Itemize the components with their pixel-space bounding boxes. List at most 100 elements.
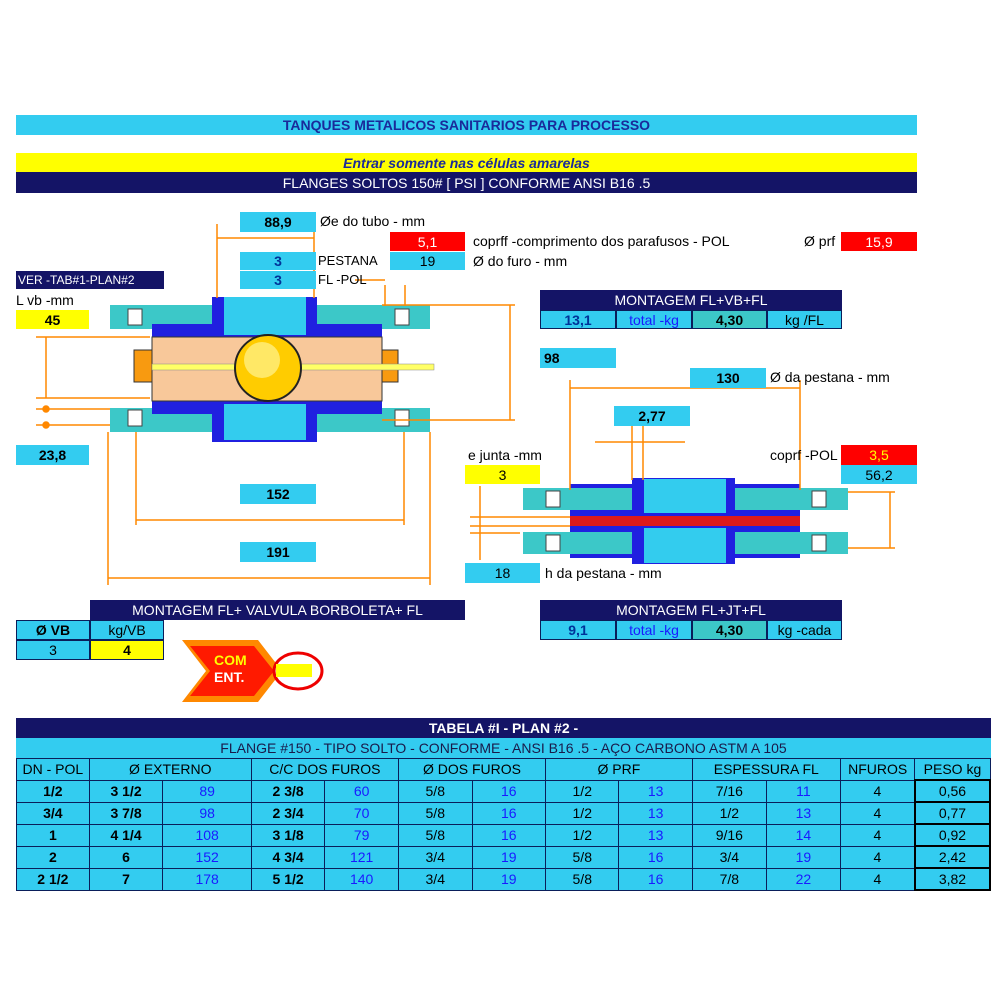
table-title: TABELA #I - PLAN #2 -	[16, 718, 991, 738]
table-cell: 79	[324, 823, 399, 847]
table-cell: 3/4	[691, 845, 767, 869]
table-cell: 16	[471, 801, 547, 825]
com-ent-button[interactable]: COM ENT.	[180, 636, 328, 706]
table-cell: 2 3/8	[250, 779, 326, 803]
table-cell: 1/2	[545, 779, 620, 803]
table-cell: 11	[765, 779, 841, 803]
table-cell: 7/8	[691, 867, 767, 891]
col-header-od: Ø EXTERNO	[88, 758, 252, 781]
tube-od-label: Øe do tubo - mm	[320, 213, 426, 229]
table-cell: 108	[162, 823, 252, 847]
mont-vb-title: MONTAGEM FL+VB+FL	[540, 290, 842, 310]
gasket-assembly-drawing	[523, 478, 848, 564]
table-cell: 5/8	[397, 801, 473, 825]
h23-value: 23,8	[16, 445, 89, 465]
ejunta-input[interactable]: 3	[465, 465, 540, 484]
pestana-value: 3	[240, 252, 316, 270]
prf-label: Ø prf	[804, 233, 836, 249]
ejunta-label: e junta -mm	[468, 447, 542, 463]
com-ent-line2: ENT.	[214, 669, 245, 685]
furo-value: 19	[390, 252, 465, 270]
ver-tab-link[interactable]: VER -TAB#1-PLAN#2	[16, 271, 164, 289]
table-cell: 13	[618, 779, 693, 803]
table-cell: 4	[839, 867, 916, 891]
pestana-d-value: 130	[690, 368, 766, 388]
table-cell: 70	[324, 801, 399, 825]
table-cell: 4	[839, 823, 916, 847]
butterfly-valve-assembly-drawing	[110, 297, 435, 442]
mont-bb-kgvb-label: kg/VB	[90, 620, 164, 640]
mont-jt-total-label: total -kg	[616, 620, 692, 640]
flpol-label: FL -POL	[318, 272, 367, 287]
instruction-banner: Entrar somente nas células amarelas	[16, 153, 917, 172]
mont-bb-kgvb-input[interactable]: 4	[90, 640, 164, 660]
table-cell: 6	[88, 845, 164, 869]
table-cell: 3 7/8	[88, 801, 164, 825]
table-cell: 3/4	[397, 867, 473, 891]
h-pestana-label: h da pestana - mm	[545, 565, 662, 581]
table-cell: 1/2	[545, 823, 620, 847]
coprf2-value: 56,2	[841, 465, 917, 484]
dim-191-value: 191	[240, 542, 316, 562]
table-cell: 22	[765, 867, 841, 891]
furo-label: Ø do furo - mm	[473, 253, 568, 269]
table-cell: 16	[618, 845, 693, 869]
table-cell: 13	[618, 801, 693, 825]
table-cell: 0,77	[913, 801, 992, 825]
table-cell: 5/8	[545, 867, 620, 891]
table-cell: 14	[765, 823, 841, 847]
table-cell: 5/8	[397, 779, 473, 803]
table-cell: 19	[471, 845, 547, 869]
table-subtitle: FLANGE #150 - TIPO SOLTO - CONFORME - AN…	[16, 738, 991, 758]
pestana-d-label: Ø da pestana - mm	[770, 369, 890, 385]
mont-vb-kg-label: kg /FL	[767, 310, 842, 329]
table-cell: 4 1/4	[88, 823, 164, 847]
table-cell: 4 3/4	[250, 845, 326, 869]
mont-jt-row: 9,1 total -kg 4,30 kg -cada	[540, 620, 842, 640]
mont-jt-kg: 4,30	[692, 620, 767, 640]
tube-od-value: 88,9	[240, 212, 316, 232]
mont-bb-vb-value: 3	[16, 640, 90, 660]
table-cell: 19	[471, 867, 547, 891]
table-cell: 0,56	[913, 779, 992, 803]
pestana-label: PESTANA	[318, 253, 378, 268]
table-cell: 89	[162, 779, 252, 803]
table-cell: 13	[765, 801, 841, 825]
table-cell: 16	[471, 823, 547, 847]
mont-bb-title: MONTAGEM FL+ VALVULA BORBOLETA+ FL	[90, 600, 465, 620]
table-cell: 3/4	[397, 845, 473, 869]
col-header-peso: PESO kg	[914, 758, 991, 781]
mont-vb-kg: 4,30	[692, 310, 767, 329]
col-header-cc: C/C DOS FUROS	[250, 758, 399, 781]
page-title: TANQUES METALICOS SANITARIOS PARA PROCES…	[16, 115, 917, 135]
mont-jt-total: 9,1	[540, 620, 616, 640]
dim-152-value: 152	[240, 484, 316, 504]
table-cell: 178	[162, 867, 252, 891]
lvb-input[interactable]: 45	[16, 310, 89, 329]
coprf-value: 3,5	[841, 445, 917, 465]
table-cell: 2 1/2	[16, 867, 90, 891]
table-cell: 98	[162, 801, 252, 825]
v277-value: 2,77	[614, 406, 690, 426]
table-cell: 3 1/2	[88, 779, 164, 803]
table-cell: 1/2	[16, 779, 90, 803]
section-title: FLANGES SOLTOS 150# [ PSI ] CONFORME ANS…	[16, 172, 917, 193]
coprff-value: 5,1	[390, 232, 465, 251]
table-cell: 19	[765, 845, 841, 869]
mont-jt-title: MONTAGEM FL+JT+FL	[540, 600, 842, 620]
table-cell: 4	[839, 801, 916, 825]
flange-table: DN - POL Ø EXTERNO C/C DOS FUROS Ø DOS F…	[16, 758, 992, 891]
table-cell: 152	[162, 845, 252, 869]
mont-jt-kg-label: kg -cada	[767, 620, 842, 640]
table-cell: 3,82	[913, 867, 992, 891]
col-header-thickness: ESPESSURA FL	[691, 758, 841, 781]
mont-vb-row: 13,1 total -kg 4,30 kg /FL	[540, 310, 842, 329]
mont-bb-vb-label: Ø VB	[16, 620, 90, 640]
col-header-prf: Ø PRF	[545, 758, 693, 781]
com-ent-line1: COM	[214, 652, 247, 668]
col-header-dn: DN - POL	[16, 758, 90, 781]
